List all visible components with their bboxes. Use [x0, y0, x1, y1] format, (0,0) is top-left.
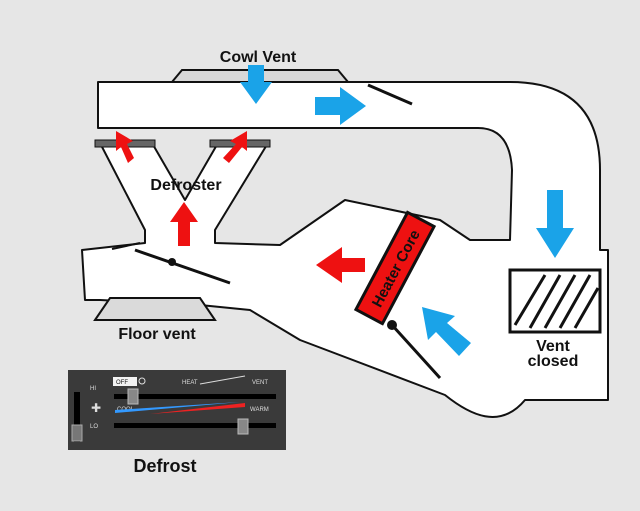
defrost-mode-icon: [138, 377, 146, 385]
hvac-duct: [81, 81, 609, 418]
mode-off-label: OFF: [116, 380, 128, 386]
hvac-control-panel: HI LO ✚ OFF HEAT VENT COOL WARM: [68, 370, 286, 450]
temp-blend-blue: [115, 402, 240, 413]
duct-right-arrow: [315, 87, 366, 125]
temp-blend-red: [150, 403, 245, 414]
cowl-door: [367, 83, 413, 106]
fan-hi-label: HI: [90, 386, 96, 392]
blend-door-pivot: [387, 320, 397, 330]
fan-speed-knob[interactable]: [71, 424, 83, 442]
mode-door-upper: [111, 242, 141, 250]
defroster-label: Defroster: [150, 177, 221, 194]
fan-speed-track: [74, 392, 80, 442]
vent-closed-label-line2: closed: [528, 353, 579, 370]
mode-slider-knob[interactable]: [127, 388, 139, 405]
defroster-outlet-left-arrow: [116, 131, 134, 163]
mode-door-pivot: [168, 258, 176, 266]
fan-icon: ✚: [91, 401, 101, 415]
cowl-inlet-arrow: [240, 65, 272, 104]
temp-slider-track: [114, 423, 276, 428]
temp-slider-knob[interactable]: [237, 418, 249, 435]
mode-vent-label: VENT: [252, 380, 268, 386]
vent-closed-label-line1: Vent: [536, 338, 570, 355]
defroster-up-arrow: [170, 202, 198, 246]
mode-heat-label: HEAT: [182, 380, 198, 386]
defroster-outlet-right-arrow: [223, 131, 247, 163]
duct-down-arrow: [536, 190, 574, 258]
to-heater-arrow: [422, 307, 471, 356]
fan-lo-label: LO: [90, 424, 98, 430]
mode-ramp-line: [199, 375, 246, 385]
blend-door: [390, 323, 442, 380]
temp-warm-label: WARM: [250, 407, 269, 413]
floor-vent-label: Floor vent: [118, 326, 196, 343]
cowl-vent-label: Cowl Vent: [220, 49, 297, 66]
mode-slider-track: [114, 394, 276, 399]
hot-air-left-arrow: [316, 247, 365, 283]
floor-vent-base: [93, 297, 217, 321]
vent-closed-grille: [508, 268, 602, 334]
mode-caption: Defrost: [133, 456, 196, 476]
mode-door: [134, 248, 231, 285]
